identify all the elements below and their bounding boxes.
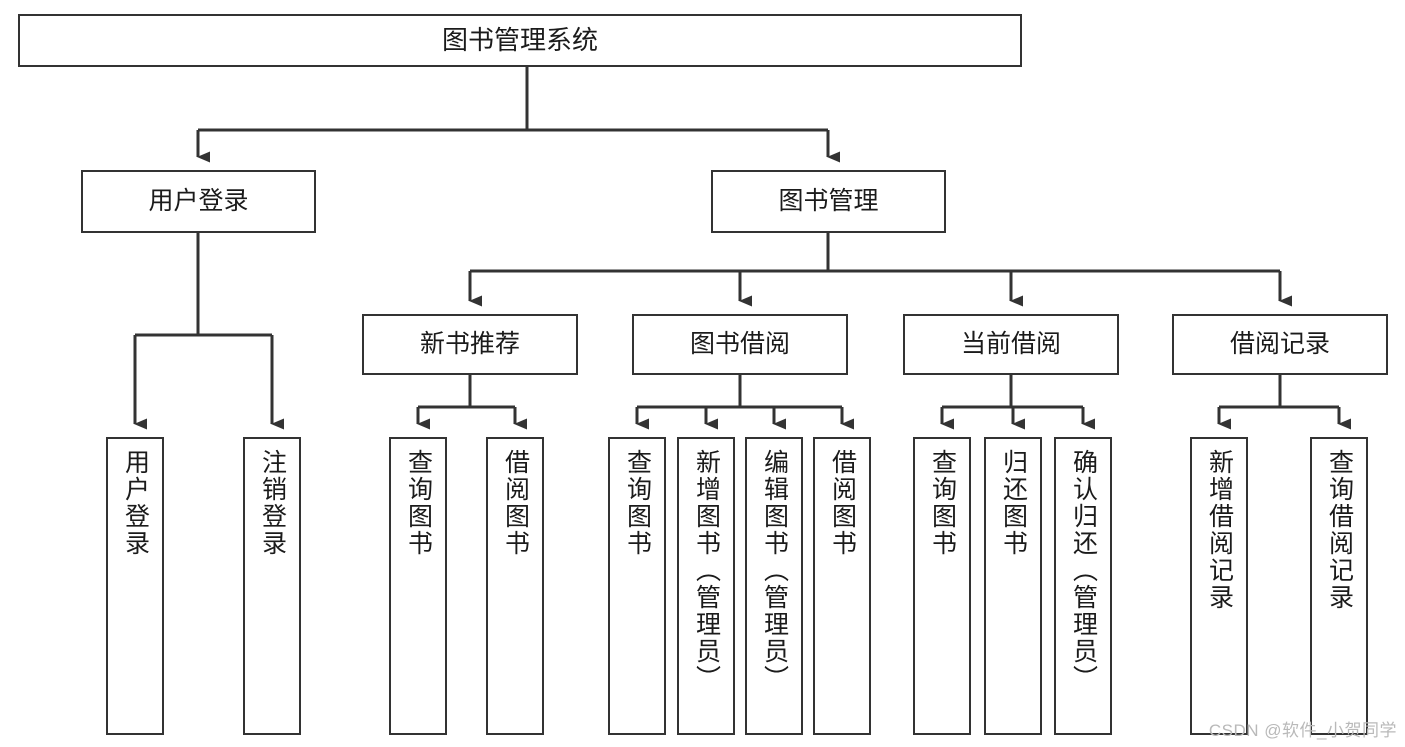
node-book-borrow-label: 图书借阅: [689, 330, 790, 358]
node-leaf-confirm-return-admin[interactable]: 确认归还（管理员）: [1054, 437, 1112, 735]
node-leaf-borrow-book-2[interactable]: 借阅图书: [813, 437, 871, 735]
node-leaf-add-borrow-record[interactable]: 新增借阅记录: [1190, 437, 1248, 735]
node-leaf-query-borrow-record-label: 查询借阅记录: [1325, 449, 1354, 611]
node-user-login-label: 用户登录: [148, 187, 249, 215]
node-book-borrow[interactable]: 图书借阅: [632, 314, 848, 375]
node-leaf-query-book-1[interactable]: 查询图书: [389, 437, 447, 735]
node-borrow-record-label: 借阅记录: [1229, 330, 1330, 358]
node-book-management-label: 图书管理: [778, 187, 879, 215]
node-leaf-confirm-return-admin-label: 确认归还（管理员）: [1069, 449, 1098, 692]
node-leaf-query-book-2-label: 查询图书: [623, 449, 652, 557]
csdn-watermark: CSDN @软件_小贺同学: [1208, 721, 1397, 740]
node-current-borrow-label: 当前借阅: [960, 330, 1061, 358]
node-leaf-edit-book-admin[interactable]: 编辑图书（管理员）: [745, 437, 803, 735]
node-leaf-query-book-3-label: 查询图书: [928, 449, 957, 557]
node-leaf-query-borrow-record[interactable]: 查询借阅记录: [1310, 437, 1368, 735]
node-new-book-recommend[interactable]: 新书推荐: [362, 314, 578, 375]
node-leaf-borrow-book-2-label: 借阅图书: [828, 449, 857, 557]
node-borrow-record[interactable]: 借阅记录: [1172, 314, 1388, 375]
node-user-login[interactable]: 用户登录: [81, 170, 316, 233]
node-current-borrow[interactable]: 当前借阅: [903, 314, 1119, 375]
node-leaf-query-book-2[interactable]: 查询图书: [608, 437, 666, 735]
node-leaf-user-login-label: 用户登录: [121, 449, 150, 557]
node-book-management[interactable]: 图书管理: [711, 170, 946, 233]
node-new-book-recommend-label: 新书推荐: [419, 330, 520, 358]
node-leaf-query-book-3[interactable]: 查询图书: [913, 437, 971, 735]
node-leaf-edit-book-admin-label: 编辑图书（管理员）: [760, 449, 789, 692]
node-leaf-borrow-book-1[interactable]: 借阅图书: [486, 437, 544, 735]
node-root-system-label: 图书管理系统: [441, 25, 598, 56]
node-leaf-logout-login-label: 注销登录: [258, 449, 287, 557]
node-leaf-add-book-admin[interactable]: 新增图书（管理员）: [677, 437, 735, 735]
node-leaf-return-book-label: 归还图书: [999, 449, 1028, 557]
node-leaf-return-book[interactable]: 归还图书: [984, 437, 1042, 735]
node-root-system[interactable]: 图书管理系统: [18, 14, 1022, 67]
node-leaf-add-borrow-record-label: 新增借阅记录: [1205, 449, 1234, 611]
node-leaf-logout-login[interactable]: 注销登录: [243, 437, 301, 735]
node-leaf-query-book-1-label: 查询图书: [404, 449, 433, 557]
node-leaf-add-book-admin-label: 新增图书（管理员）: [692, 449, 721, 692]
node-leaf-user-login[interactable]: 用户登录: [106, 437, 164, 735]
node-leaf-borrow-book-1-label: 借阅图书: [501, 449, 530, 557]
